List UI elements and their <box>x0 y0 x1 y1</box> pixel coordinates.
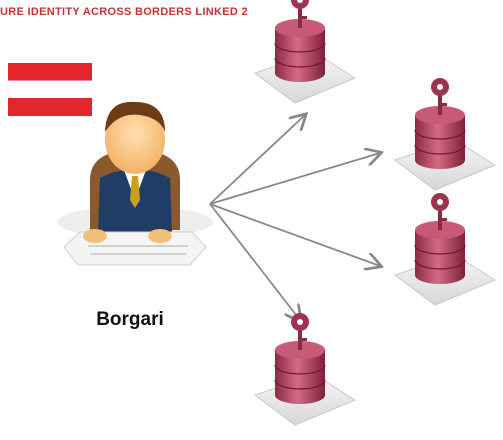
banner-title: URE IDENTITY ACROSS BORDERS LINKED 2 <box>0 6 248 18</box>
person-label: Borgari <box>96 309 164 330</box>
connection-arrows <box>209 115 380 320</box>
database-key-icon <box>254 312 356 426</box>
arrow-to-server-lower-right <box>209 203 380 266</box>
arrow-to-server-upper-right <box>209 153 380 205</box>
austria-flag <box>7 63 93 116</box>
database-key-icon <box>254 0 356 104</box>
arrow-to-server-top <box>209 115 305 205</box>
database-key-icon <box>394 192 496 306</box>
arrow-to-server-bottom <box>209 203 300 320</box>
database-key-icon <box>394 77 496 191</box>
businessman-at-keyboard-icon <box>57 101 213 266</box>
